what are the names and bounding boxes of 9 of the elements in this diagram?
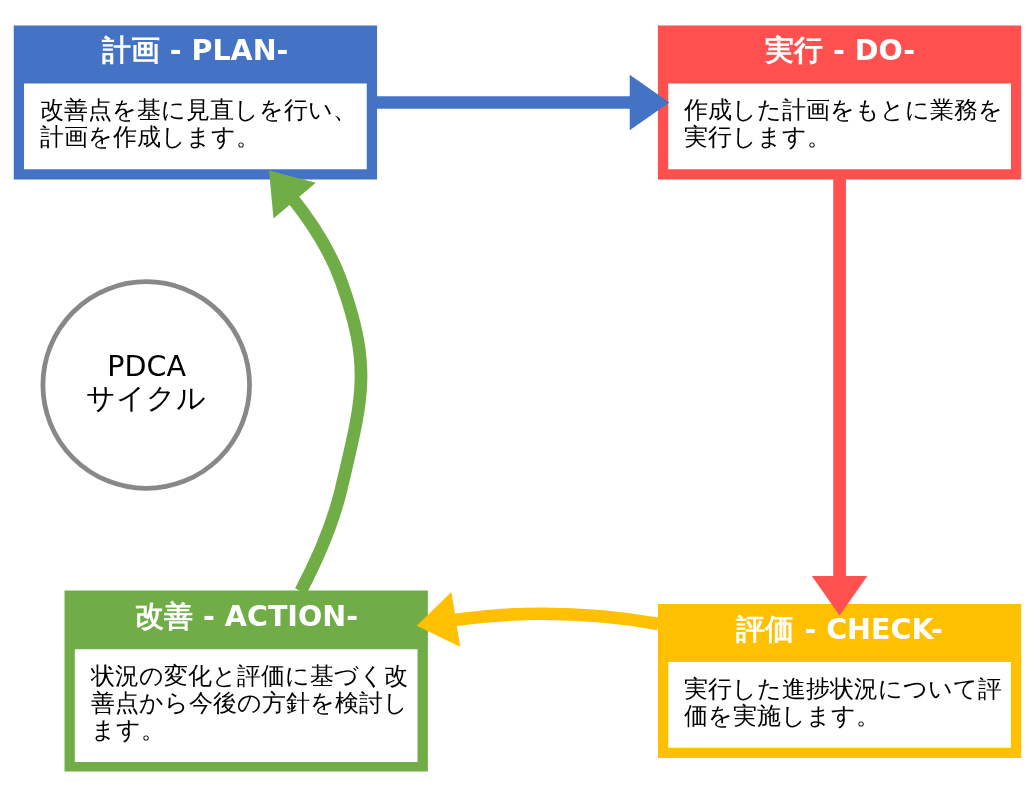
node-box: 評価 - CHECK- 実行した進捗状況について評価を実施します。 [657, 603, 1022, 758]
node-circle: PDCA サイクル [40, 278, 252, 491]
arrow [811, 178, 868, 616]
arrow [416, 591, 660, 647]
arrow [376, 74, 670, 130]
node-box: 実行 - DO- 作成した計画をもとに業務を実行します。 [657, 25, 1022, 179]
node-box: 計画 - PLAN- 改善点を基に見直しを行い、計画を作成します。 [13, 25, 378, 179]
node-box: 改善 - ACTION- 状況の変化と評価に基づく改善点から今後の方針を検討します。 [64, 590, 428, 771]
arrow [269, 169, 368, 594]
